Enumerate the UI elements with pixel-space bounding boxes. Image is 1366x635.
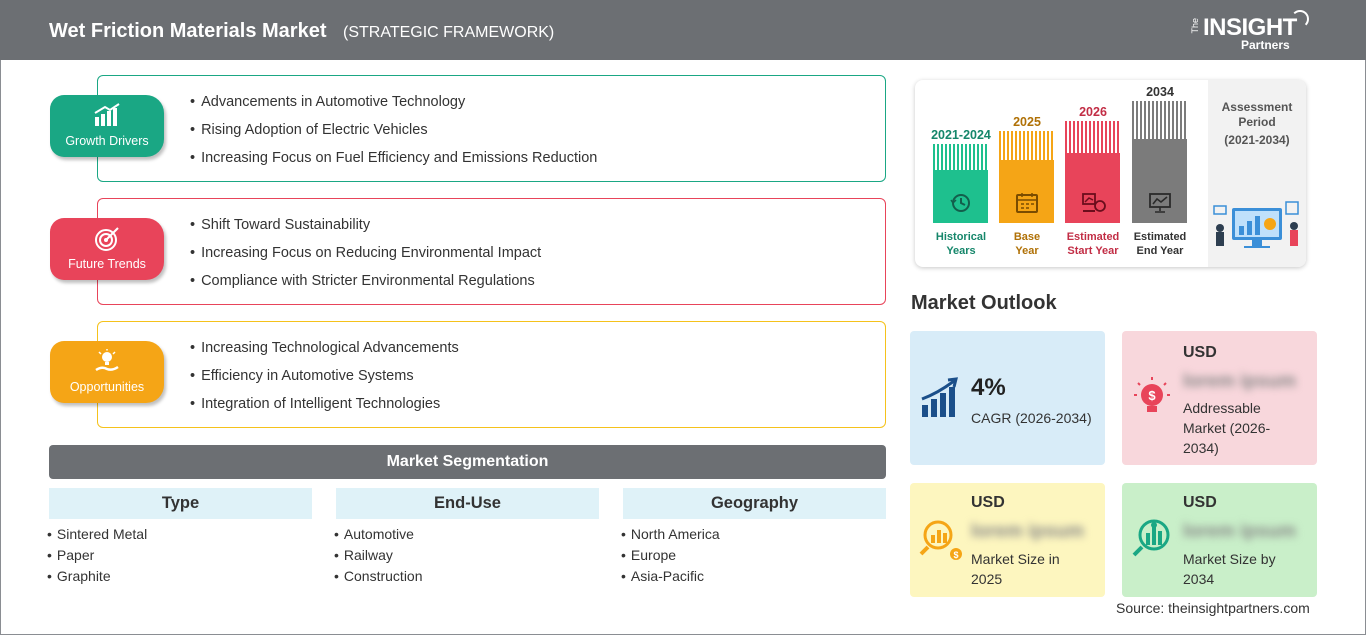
logo-insight: INSIGHT <box>1203 14 1297 41</box>
addressable-currency: USD <box>1183 344 1217 361</box>
timeline-stripes <box>1132 101 1187 139</box>
list-item: Graphite <box>47 568 147 589</box>
assessment-range: (2021-2034) <box>1224 133 1290 147</box>
future-trends-box: Shift Toward Sustainability Increasing F… <box>97 198 886 305</box>
history-icon <box>950 194 970 212</box>
insight-partners-logo: The INSIGHT Partners <box>1190 10 1315 54</box>
growth-drivers-badge: Growth Drivers <box>50 95 164 157</box>
list-item: Increasing Focus on Reducing Environment… <box>190 245 541 273</box>
list-item: Integration of Intelligent Technologies <box>190 396 459 424</box>
cagr-label: CAGR (2026-2034) <box>971 410 1092 426</box>
list-item: North America <box>621 526 720 547</box>
opportunities-box: Increasing Technological Advancements Ef… <box>97 321 886 428</box>
list-item: Advancements in Automotive Technology <box>190 94 597 122</box>
list-item: Asia-Pacific <box>621 568 720 589</box>
list-item: Increasing Technological Advancements <box>190 340 459 368</box>
start-chart-icon <box>1082 193 1106 212</box>
list-item: Automotive <box>334 526 423 547</box>
timeline-bar <box>933 170 988 223</box>
page-subtitle: (STRATEGIC FRAMEWORK) <box>343 24 555 41</box>
market-outlook-title: Market Outlook <box>911 292 1057 314</box>
list-item: Increasing Focus on Fuel Efficiency and … <box>190 150 597 178</box>
cagr-card: CAGR (2026-2034) <box>910 331 1105 465</box>
opportunities-label: Opportunities <box>69 380 145 394</box>
segment-heading-geography: Geography <box>623 488 886 519</box>
market-segmentation-bar: Market Segmentation <box>49 445 886 479</box>
growth-drivers-list: Advancements in Automotive Technology Ri… <box>190 94 597 178</box>
list-item: Sintered Metal <box>47 526 147 547</box>
logo-the: The <box>1190 18 1200 34</box>
monitor-chart-icon <box>1149 193 1171 213</box>
svg-text:$: $ <box>1148 388 1156 403</box>
analytics-people-icon <box>1213 201 1299 248</box>
growth-drivers-box: Advancements in Automotive Technology Ri… <box>97 75 886 182</box>
list-item: Paper <box>47 547 147 568</box>
svg-text:$: $ <box>953 550 958 560</box>
dollar-bulb-icon: $ <box>1134 377 1170 412</box>
magnifier-bars-icon <box>1132 519 1170 557</box>
list-item: Efficiency in Automotive Systems <box>190 368 459 396</box>
list-item: Rising Adoption of Electric Vehicles <box>190 122 597 150</box>
segment-heading-type: Type <box>49 488 312 519</box>
source-note: Source: theinsightpartners.com <box>1116 600 1310 616</box>
logo-partners: Partners <box>1241 38 1290 52</box>
timeline-year: 2034 <box>1146 85 1174 99</box>
list-item: Construction <box>334 568 423 589</box>
list-item: Europe <box>621 547 720 568</box>
segment-list-geography: North America Europe Asia-Pacific <box>621 526 720 589</box>
size-2025-currency: USD <box>971 494 1005 511</box>
future-trends-label: Future Trends <box>68 257 146 271</box>
segment-heading-end-use: End-Use <box>336 488 599 519</box>
timeline-year: 2025 <box>1013 115 1041 129</box>
timeline-stripes <box>933 144 988 170</box>
size-2034-currency: USD <box>1183 494 1217 511</box>
lightbulb-hand-icon <box>95 349 119 372</box>
timeline-year: 2026 <box>1079 105 1107 119</box>
size-2034-value: lorem ipsum <box>1183 521 1296 542</box>
addressable-value: lorem ipsum <box>1183 371 1296 392</box>
timeline-year: 2021-2024 <box>931 128 991 142</box>
timeline-stripes <box>1065 121 1120 153</box>
segment-list-type: Sintered Metal Paper Graphite <box>47 526 147 589</box>
logo-arc-icon <box>1291 10 1309 28</box>
growth-drivers-label: Growth Drivers <box>65 134 149 148</box>
target-icon <box>95 227 119 251</box>
segment-list-end-use: Automotive Railway Construction <box>334 526 423 589</box>
cagr-value: 4% <box>971 374 1006 401</box>
header-bar: Wet Friction Materials Market (STRATEGIC… <box>0 0 1366 60</box>
timeline-stripes <box>999 131 1054 160</box>
future-trends-badge: Future Trends <box>50 218 164 280</box>
growth-arrow-icon <box>921 377 958 417</box>
page-title: Wet Friction Materials Market <box>49 20 327 42</box>
list-item: Shift Toward Sustainability <box>190 217 541 245</box>
bar-growth-icon <box>94 103 120 126</box>
opportunities-badge: Opportunities <box>50 341 164 403</box>
future-trends-list: Shift Toward Sustainability Increasing F… <box>190 217 541 301</box>
calendar-icon <box>1016 193 1038 213</box>
list-item: Compliance with Stricter Environmental R… <box>190 273 541 301</box>
opportunities-list: Increasing Technological Advancements Ef… <box>190 340 459 424</box>
size-2025-value: lorem ipsum <box>971 521 1084 542</box>
list-item: Railway <box>334 547 423 568</box>
magnifier-chart-icon: $ <box>919 520 962 560</box>
